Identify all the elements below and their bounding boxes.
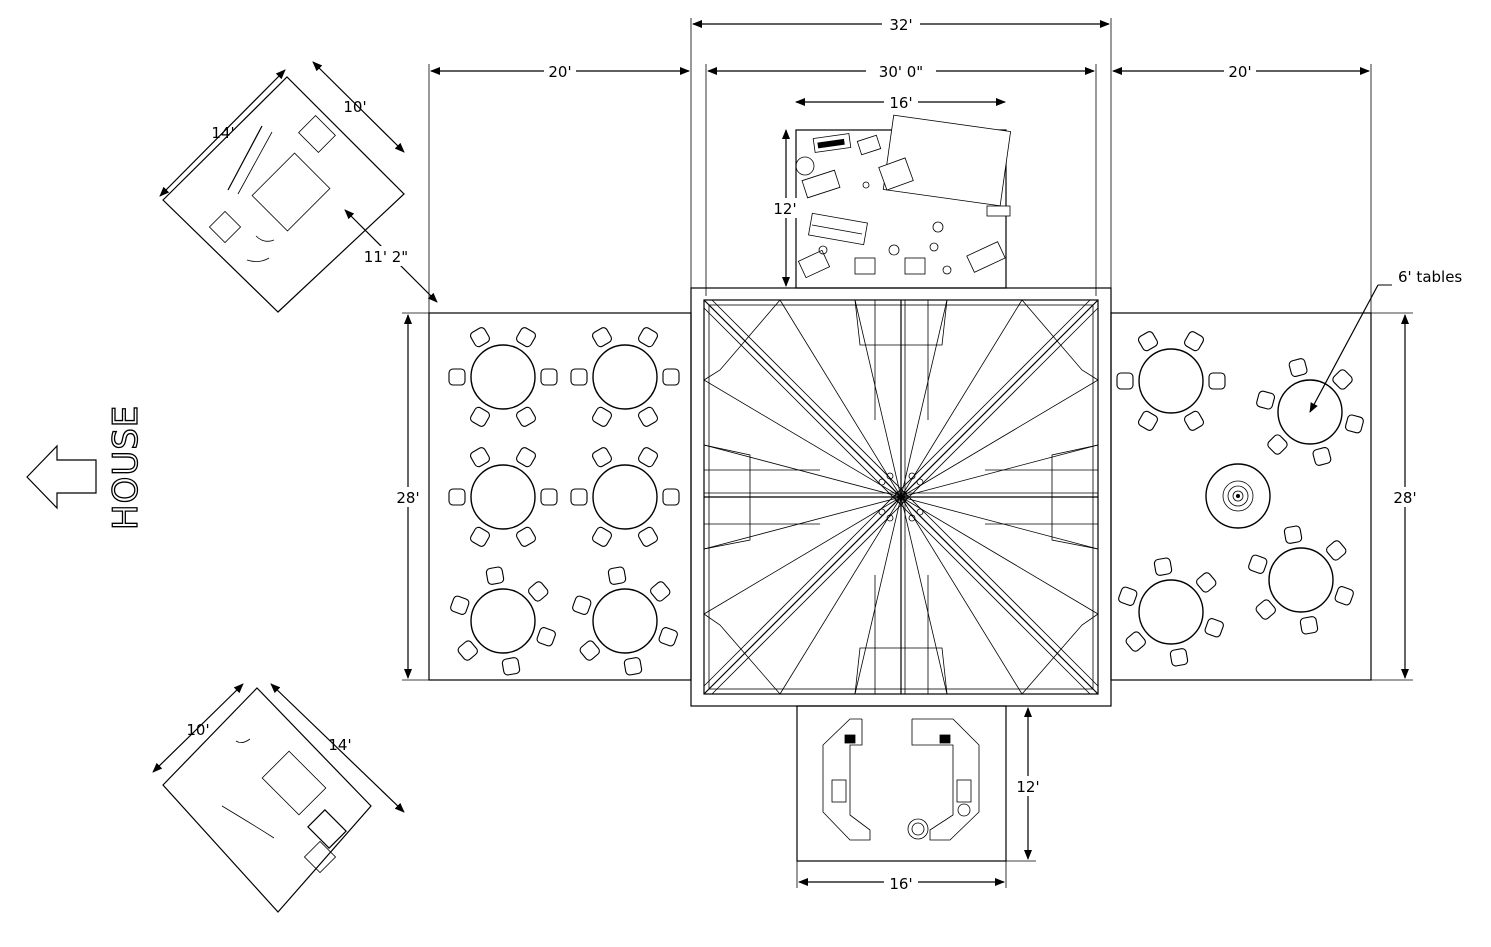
round-table [570,447,680,547]
round-table [1248,525,1354,635]
chair [469,406,491,427]
chair [658,627,678,647]
dim-upper-room-width: 10' [343,98,366,116]
chair [1137,331,1159,352]
chair [650,581,671,602]
chair [591,406,613,427]
chair [1255,599,1276,620]
round-table [1116,331,1226,431]
dim-top-overall: 32' [889,16,912,34]
round-table [1118,557,1224,667]
chair [1183,331,1205,352]
dim-top-inner: 30' 0" [879,63,923,81]
dim-stage-depth: 12' [773,200,796,218]
chair [1116,372,1134,390]
chair [1137,410,1159,431]
dim-right-wing-depth: 28' [1393,489,1416,507]
chair [1169,648,1189,667]
stage-furniture [795,114,1012,279]
chair [448,368,466,386]
tent-roof [703,299,1099,695]
chair [1267,434,1288,455]
chair [1334,586,1354,606]
chair [623,657,643,676]
dim-left-wing-depth: 28' [396,489,419,507]
chair [1248,554,1268,574]
chair [448,488,466,506]
chair [1283,525,1303,544]
chair [515,526,537,547]
chair [637,447,659,468]
chair [662,488,680,506]
chair [469,526,491,547]
fountain-icon [1205,463,1271,529]
chair [1118,586,1138,606]
chair [536,627,556,647]
house-label: HOUSE [106,405,146,530]
chair [1326,540,1347,561]
chair [637,327,659,348]
chair [1256,390,1276,410]
chair [515,327,537,348]
chair [662,368,680,386]
dimension-labels: 32' 30' 0" 20' 20' 16' 12' 28' 28' 12' 1… [186,14,1462,893]
chair [1153,557,1173,576]
dim-upper-room-offset: 11' 2" [364,248,408,266]
chair [591,327,613,348]
chair [591,526,613,547]
chair [1208,372,1226,390]
chair [540,488,558,506]
upper-side-room [162,76,405,313]
dim-left-wing-width: 20' [548,63,571,81]
chair [1288,358,1308,378]
dim-lower-room-width: 10' [186,721,209,739]
chair [1183,410,1205,431]
round-table [448,447,558,547]
chair [570,488,588,506]
chair [501,657,521,676]
chair [637,406,659,427]
chair [591,447,613,468]
round-table [572,566,678,676]
chair [528,581,549,602]
chair [515,406,537,427]
chair [1332,369,1353,390]
chair [579,640,600,661]
chair [515,447,537,468]
chair [1299,616,1319,635]
chair [1312,446,1332,466]
round-table [450,566,556,676]
dim-upper-room-length: 14' [211,124,234,142]
chair [469,327,491,348]
chair [485,566,505,585]
chair [1344,414,1364,434]
round-table [448,327,558,427]
chair [1196,572,1217,593]
dim-bar-width: 16' [889,875,912,893]
chair [469,447,491,468]
chair [607,566,627,585]
chair [1204,618,1224,638]
chair [450,595,470,615]
dim-bar-depth: 12' [1016,778,1039,796]
chair [572,595,592,615]
chair [457,640,478,661]
house-direction-arrow [26,444,97,510]
dim-lower-room-length: 14' [328,736,351,754]
round-tables [448,327,1364,676]
chair [540,368,558,386]
chair [637,526,659,547]
dim-right-wing-width: 20' [1228,63,1251,81]
chair [570,368,588,386]
chair [1125,631,1146,652]
dim-stage-width: 16' [889,94,912,112]
bar-counter [822,718,980,841]
round-table [570,327,680,427]
tables-callout: 6' tables [1398,268,1462,286]
